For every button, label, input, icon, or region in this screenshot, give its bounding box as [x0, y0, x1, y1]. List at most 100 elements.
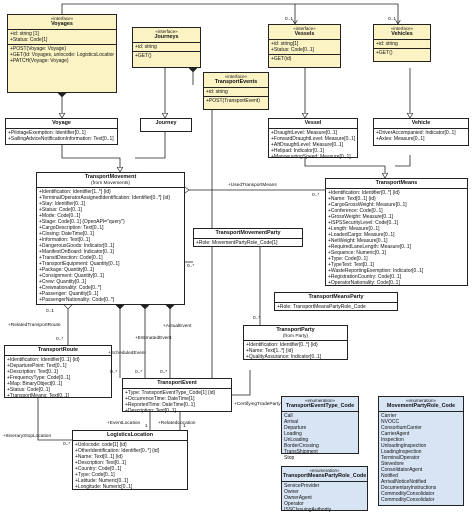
- voyages-op: +POST(Voyage: Voyage): [10, 45, 67, 52]
- transportevents-operations: +POST(TransportEvent): [204, 97, 268, 105]
- multiplicity-label: 0..*: [187, 264, 195, 269]
- enum-literal: BorderCrossing: [284, 442, 319, 449]
- journeys-operations: +GET(): [133, 52, 200, 60]
- enum-literal: Arrival: [284, 418, 299, 425]
- transportmovementparty-attributes: +Role: MovementPartyRole_Code[1]: [194, 239, 302, 247]
- multiplicity-label: 0..*: [110, 370, 118, 375]
- logisticslocation-class: LogisticsLocation +Unlocode: code[1] {id…: [72, 430, 188, 490]
- enum-literal: DocumentaryInstructions: [381, 484, 437, 491]
- transportmeans-attr: +Name: Text[0..1] {id}: [328, 195, 376, 202]
- transportevents-attr: +id: string: [206, 88, 228, 95]
- voyages-name: Voyages: [51, 21, 73, 27]
- multiplicity-label: 0..*: [160, 370, 168, 375]
- transportmeansparty-attributes: +Role: TransportMeansPartyRole_Code: [275, 303, 397, 311]
- vessel-attributes: +DraughtLevel: Measure[0..1] +ForwardDra…: [269, 129, 357, 161]
- voyage-name: Voyage: [52, 120, 71, 126]
- logisticslocation-attr: +Description: Text[0..1]: [75, 459, 126, 466]
- event-location-label: +EventLocation: [107, 421, 141, 426]
- vehicles-interface: «interface»Vehicles +id: string +GET(): [373, 24, 431, 62]
- multiplicity-label: 1: [183, 424, 186, 429]
- voyages-interface: «interface»Voyages +id: string [1] +Stat…: [7, 14, 117, 93]
- vessels-attr: +id: string[1]: [271, 40, 299, 47]
- transportevent-attr: +Type: TransportEventType_Code[1] {id}: [125, 389, 216, 396]
- transportmovementparty-name: TransportMovementParty: [215, 230, 281, 236]
- transportmeanspartyrolecode-literals: ServiceProvider Owner OwnerAgent Operato…: [282, 482, 367, 514]
- transportevent-attributes: +Type: TransportEventType_Code[1] {id} +…: [123, 389, 231, 415]
- vessels-attr: +Status: Code[0..1]: [271, 46, 314, 53]
- movementpartyrolecode-name: MovementPartyRole_Code: [386, 403, 456, 409]
- enum-literal: Notified: [381, 472, 398, 479]
- multiplicity-label: 0..*: [56, 337, 64, 342]
- transportroute-attr: +TransportMeans: Text[0..1]: [7, 392, 70, 399]
- enum-literal: Departure: [284, 424, 307, 431]
- enum-literal: OwnerAgent: [284, 494, 312, 501]
- vessel-attr: +ManoeuvringSpeed: Measure[0..1]: [271, 153, 351, 160]
- voyages-stereotype: «interface»: [50, 16, 74, 21]
- voyages-op: +PATCH(Voyage: Voyage): [10, 57, 69, 64]
- transportmeans-attr: +CargoGrossWeight: Measure[0..1]: [328, 201, 407, 208]
- vessels-op: +GET(id): [271, 55, 292, 62]
- transportmovement-attr: +Status: Code[0..1]: [39, 207, 82, 213]
- transportmeans-attr: +RequiredLaneLength: Measure[0..1]: [328, 243, 411, 250]
- transportmovement-attr: +Stage: Code[0..1] {OpenAPI="query"}: [39, 219, 125, 225]
- transportmeans-attr: +LoadedCargo: Measure[0..1]: [328, 231, 395, 238]
- vehicle-attributes: +DriverAccompanied: Indicator[0..1] +Axl…: [374, 129, 468, 143]
- voyage-class: Voyage +PilotageExemption: Identifier[0.…: [5, 118, 118, 145]
- voyage-attr: +PilotageExemption: Identifier[0..1]: [8, 129, 86, 136]
- vessel-attr: +DraughtLevel: Measure[0..1]: [271, 129, 338, 136]
- transportmovement-attr: +Crewnationality: Code[0..*]: [39, 285, 102, 291]
- enum-literal: ConsolidatorAgent: [381, 466, 423, 473]
- vessels-stereotype: «interface»: [293, 26, 316, 31]
- transportmovement-attr: +Consignment: Quantity[0..1]: [39, 273, 104, 279]
- transportparty-attr: +Name: Text[1..*] {id}: [246, 348, 294, 354]
- enum-literal: Owner: [284, 488, 299, 495]
- transportmovement-attr: +DangerousGoods: Indicator[0..1]: [39, 243, 115, 249]
- vehicles-operations: +GET(): [374, 49, 430, 57]
- vessel-attr: +Helipad: Indicator[0..1]: [271, 147, 324, 154]
- related-location-label: +RelatedLocation: [158, 421, 196, 426]
- enum-literal: CommodityConsolidator: [381, 496, 435, 503]
- transportmovement-attr: +PassengerNationality: Code[0..*]: [39, 297, 115, 303]
- transportmovement-subtitle: (from Movements): [91, 180, 130, 186]
- transportmovement-attr: +Identification: Identifier[1..*] {id}: [39, 189, 111, 195]
- vessels-attributes: +id: string[1] +Status: Code[0..1]: [269, 40, 340, 55]
- vehicles-op: +GET(): [376, 49, 393, 56]
- transportmovement-name: TransportMovement: [84, 174, 137, 180]
- voyages-operations: +POST(Voyage: Voyage) +GET(Id: Voyages, …: [8, 45, 116, 65]
- transportroute-attr: +Description: Text[0..1]: [7, 368, 58, 375]
- transportmeans-attr: +GrossWeight: Measure[0..1]: [328, 213, 394, 220]
- transportmovement-attr: +Crew: Quantity[0..1]: [39, 279, 87, 285]
- logisticslocation-attr: +OtherIdentification: Identifier[0..*] {…: [75, 447, 160, 454]
- journeys-stereotype: «interface»: [155, 29, 178, 34]
- enum-literal: Inspection: [381, 436, 404, 443]
- multiplicity-label: 0..1: [285, 17, 294, 22]
- enum-literal: Operator: [284, 500, 304, 507]
- scheduled-event-label: +ScheduledEvent: [108, 351, 146, 356]
- vessel-name: Vessel: [304, 120, 322, 126]
- enum-literal: ConsortiumCarrier: [381, 424, 422, 431]
- vessel-attr: +AftDraughtLevel: Measure[0..1]: [271, 141, 344, 148]
- transportmovement-attr: +TransportEquipment: Quantity[0..1]: [39, 261, 120, 267]
- transportroute-class: TransportRoute +Identification: Identifi…: [4, 345, 112, 399]
- itinerary-stop-location-label: +ItineraryStopLocation: [3, 434, 52, 439]
- voyages-attr: +Status: Code[1]: [10, 36, 48, 43]
- voyages-op: +GET(Id: Voyages, unlocode: LogisticsLoc…: [10, 51, 114, 58]
- vehicle-attr: +DriverAccompanied: Indicator[0..1]: [376, 129, 456, 136]
- multiplicity-label: 0..*: [63, 442, 71, 447]
- journeys-op: +GET(): [135, 52, 152, 59]
- multiplicity-label: 0..*: [312, 193, 320, 198]
- transportmeans-attributes: +Identification: Identifier[0..*] {id} +…: [326, 189, 467, 287]
- logisticslocation-attr: +Latitude: Numeric[0..1]: [75, 477, 129, 484]
- transportparty-class: TransportParty(from Party) +Identificati…: [243, 325, 348, 360]
- logisticslocation-attr: +Type: Code[0..1]: [75, 471, 115, 478]
- transportmeans-attr: +NetWeight: Measure[0..1]: [328, 237, 388, 244]
- transportmeans-class: TransportMeans +Identification: Identifi…: [325, 178, 468, 286]
- certifying-trade-party-label: +CertifyingTradeParty: [234, 402, 281, 407]
- transportmeanspartyrolecode-stereotype: «enumeration»: [309, 468, 340, 473]
- multiplicity-label: 0..1: [388, 17, 397, 22]
- journeys-attr: +id: string: [135, 43, 157, 50]
- transportevent-attr: +Description: Text[0..1]: [125, 407, 176, 414]
- movementpartyrolecode-stereotype: «enumeration»: [405, 398, 437, 403]
- transportmovement-attr: +TerminalOperatorAssignedIdentification:…: [39, 195, 171, 201]
